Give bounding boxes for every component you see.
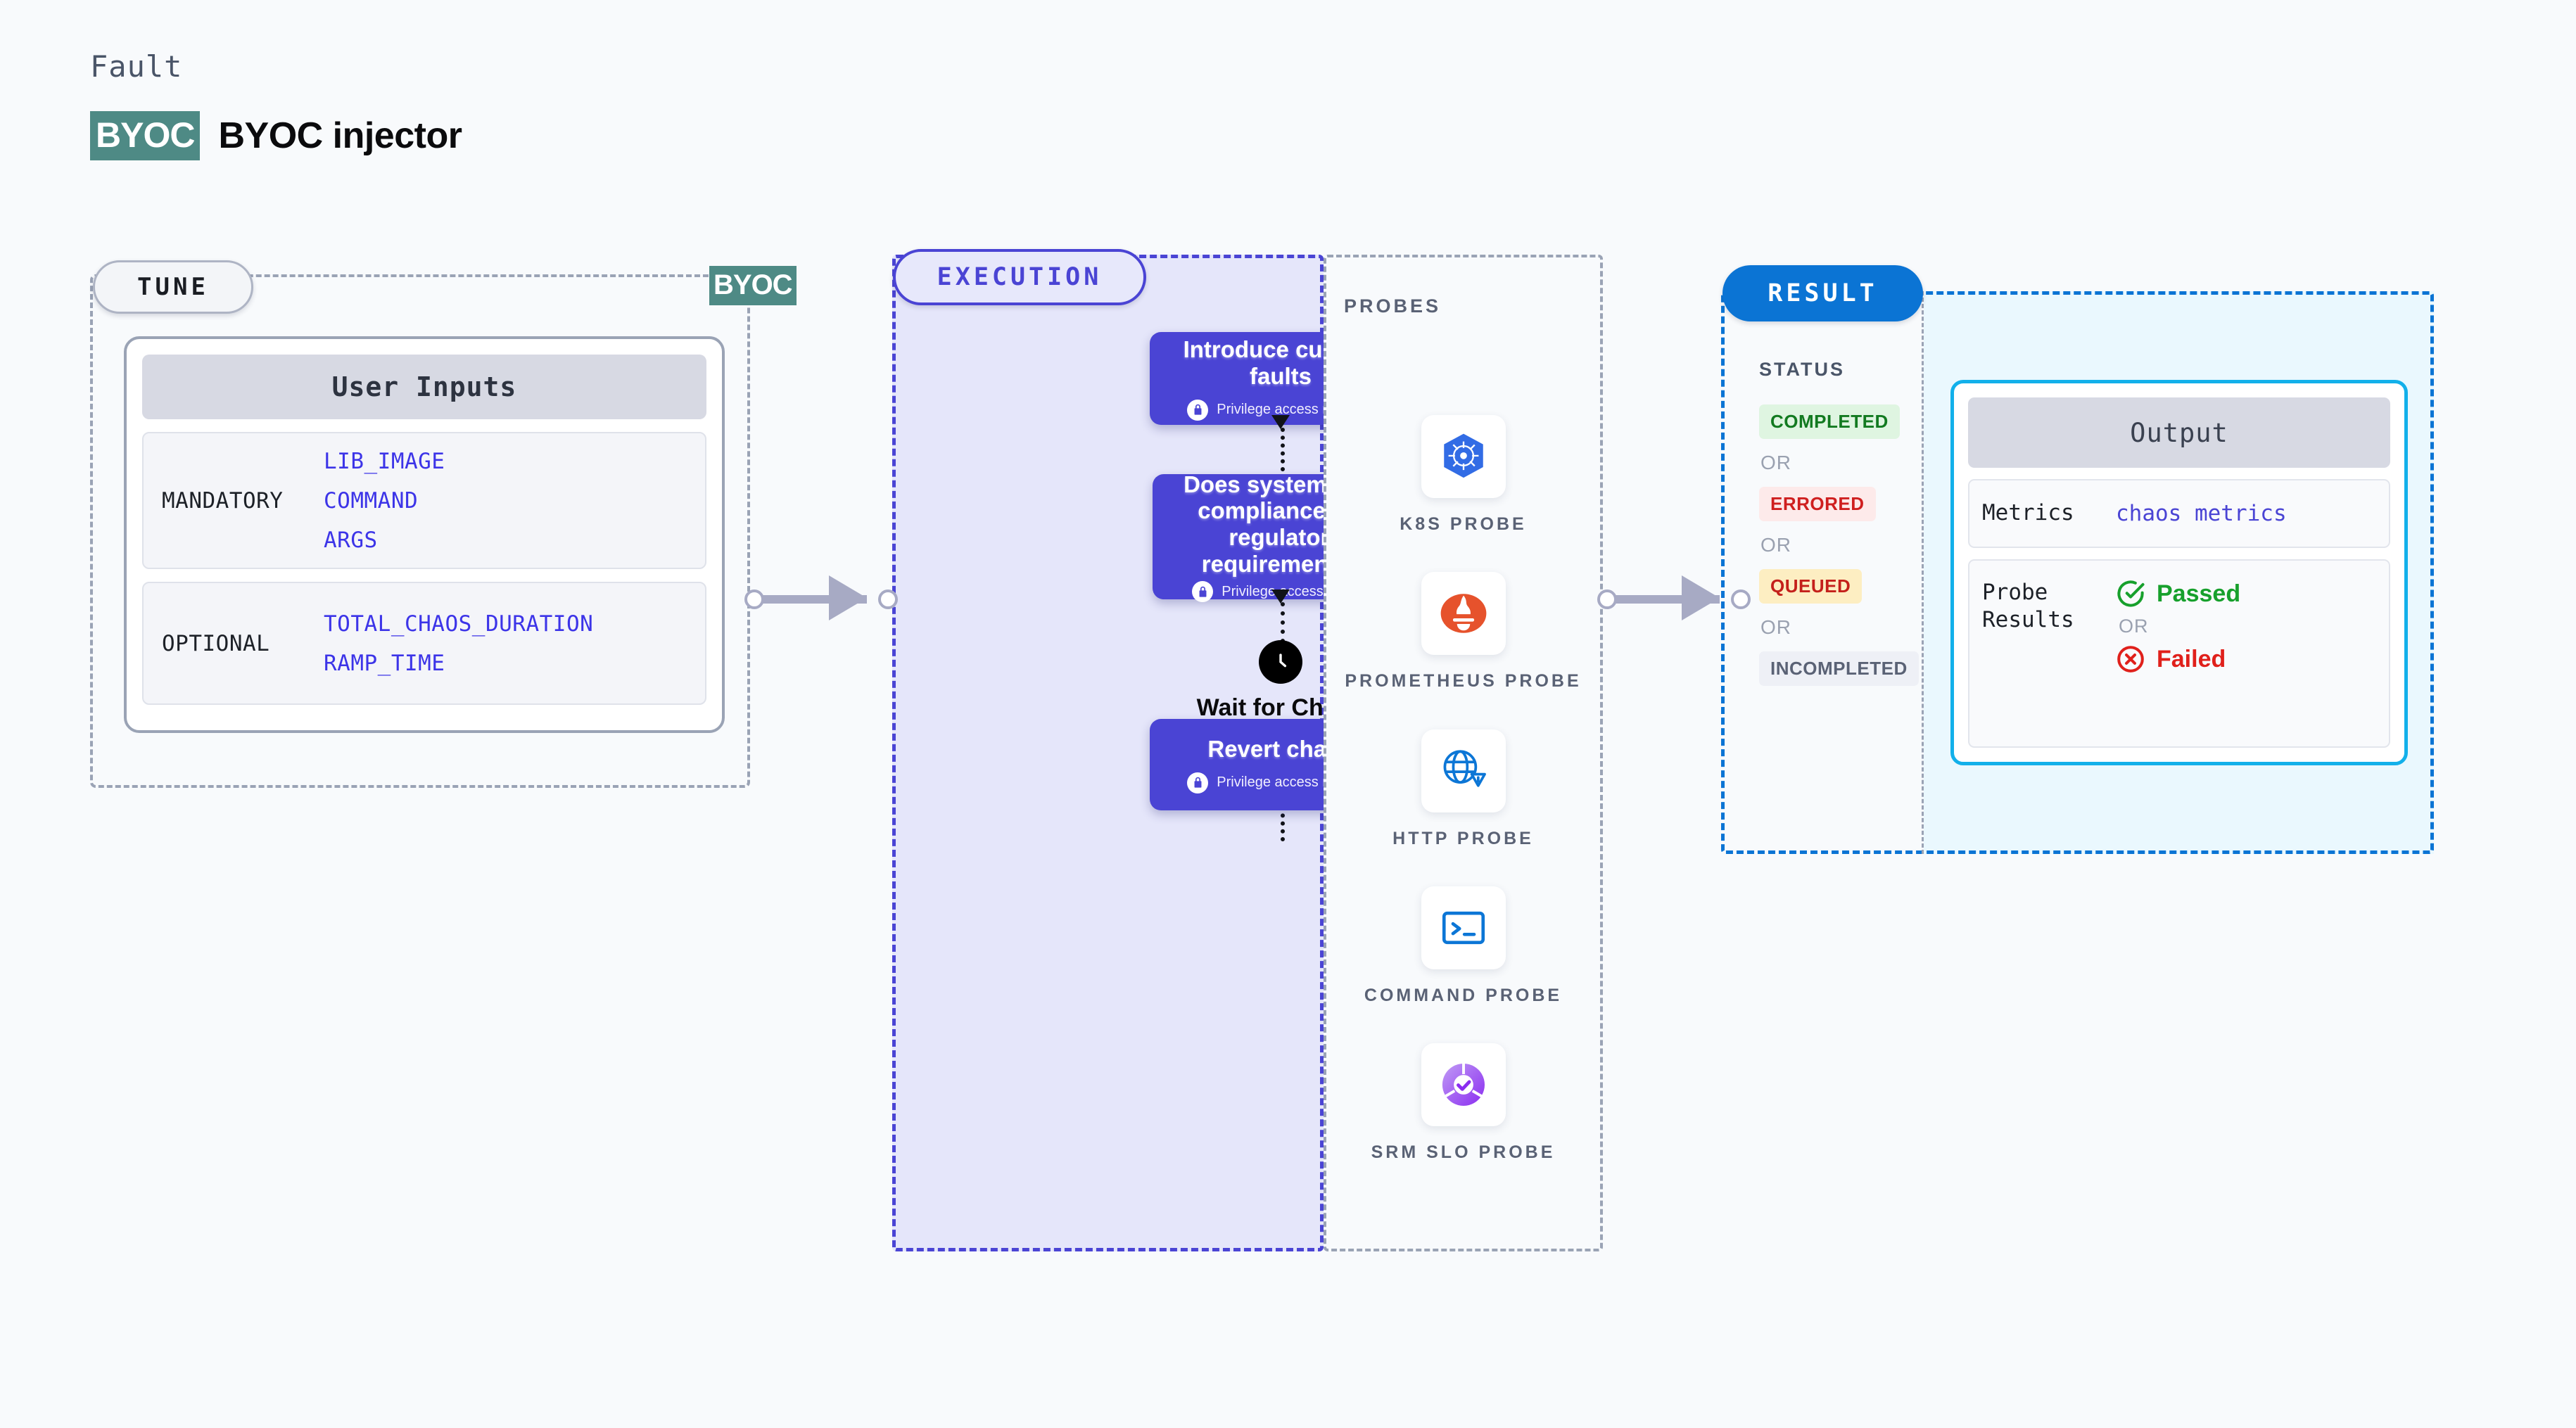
srm-slo-donut-icon bbox=[1421, 1043, 1506, 1126]
dotted-line bbox=[1281, 602, 1285, 643]
check-circle-icon bbox=[2117, 580, 2145, 607]
output-header: Output bbox=[1968, 397, 2390, 468]
metrics-key: Metrics bbox=[1982, 500, 2074, 526]
verdict-passed: Passed bbox=[2116, 579, 2240, 608]
verdict-failed: Failed bbox=[2116, 644, 2240, 674]
probe-label: HTTP PROBE bbox=[1392, 828, 1534, 848]
connector-start-dot bbox=[744, 589, 764, 609]
probe-results-key: Probe Results bbox=[1982, 580, 2074, 633]
probe-item-command[interactable]: COMMAND PROBE bbox=[1324, 886, 1603, 1007]
byoc-badge: BYOC bbox=[90, 111, 201, 160]
probe-label: PROMETHEUS PROBE bbox=[1345, 671, 1582, 691]
http-globe-warning-icon bbox=[1421, 729, 1506, 812]
output-row-metrics: Metrics chaos metrics bbox=[1968, 479, 2390, 548]
execution-flow: Introduce custom faults Privilege access… bbox=[892, 255, 1433, 1251]
status-heading: STATUS bbox=[1759, 359, 1845, 380]
param-ramp-time[interactable]: RAMP_TIME bbox=[324, 650, 445, 676]
clock-icon bbox=[1259, 640, 1302, 684]
output-card: Output Metrics chaos metrics Probe Resul… bbox=[1950, 380, 2408, 765]
probe-label: COMMAND PROBE bbox=[1364, 985, 1563, 1005]
page-title-row: BYOC BYOC injector bbox=[90, 111, 462, 160]
output-row-probe-results: Probe Results Passed OR Failed bbox=[1968, 559, 2390, 748]
param-lib-image[interactable]: LIB_IMAGE bbox=[324, 448, 445, 474]
status-badge-queued: QUEUED bbox=[1759, 569, 1863, 604]
page-kicker: Fault bbox=[90, 49, 183, 84]
arrow-head-icon bbox=[1682, 575, 1720, 620]
status-column: STATUS COMPLETED OR ERRORED OR QUEUED OR… bbox=[1759, 359, 1928, 686]
failed-label: Failed bbox=[2157, 645, 2226, 672]
mandatory-values: LIB_IMAGE COMMAND ARGS bbox=[324, 449, 445, 553]
probe-item-http[interactable]: HTTP PROBE bbox=[1324, 729, 1603, 850]
status-or-2: OR bbox=[1760, 534, 1791, 556]
user-inputs-card: User Inputs MANDATORY LIB_IMAGE COMMAND … bbox=[124, 336, 725, 733]
terminal-icon bbox=[1421, 886, 1506, 969]
page-title: BYOC injector bbox=[218, 115, 462, 156]
result-section-container bbox=[1721, 291, 2434, 854]
prometheus-icon bbox=[1421, 572, 1506, 656]
probe-verdicts: Passed OR Failed bbox=[2116, 579, 2240, 674]
connector-end-dot bbox=[878, 589, 898, 609]
dotted-line bbox=[1281, 428, 1285, 471]
lock-icon bbox=[1187, 772, 1209, 793]
status-badge-incompleted: INCOMPLETED bbox=[1759, 651, 1919, 686]
optional-params-block: OPTIONAL TOTAL_CHAOS_DURATION RAMP_TIME bbox=[142, 582, 706, 705]
user-inputs-header: User Inputs bbox=[142, 355, 706, 419]
result-column-divider bbox=[1922, 291, 1924, 854]
probes-section-label: PROBES bbox=[1344, 295, 1442, 317]
tune-section-pill[interactable]: TUNE bbox=[93, 260, 253, 314]
probe-item-srm-slo[interactable]: SRM SLO PROBE bbox=[1324, 1043, 1603, 1164]
status-badge-errored: ERRORED bbox=[1759, 487, 1876, 521]
probe-label: SRM SLO PROBE bbox=[1371, 1142, 1556, 1162]
lock-icon bbox=[1192, 581, 1214, 603]
passed-label: Passed bbox=[2157, 580, 2241, 607]
arrow-tip-icon bbox=[1271, 415, 1290, 429]
byoc-marker-badge: BYOC bbox=[709, 266, 797, 305]
optional-label: OPTIONAL bbox=[162, 630, 270, 656]
result-section-pill[interactable]: RESULT bbox=[1722, 265, 1923, 321]
arrow-tip-icon bbox=[1271, 589, 1290, 604]
metrics-value-link[interactable]: chaos metrics bbox=[2116, 501, 2287, 526]
connector-start-dot bbox=[1597, 589, 1617, 609]
param-total-chaos-duration[interactable]: TOTAL_CHAOS_DURATION bbox=[324, 611, 594, 637]
probe-item-k8s[interactable]: K8S PROBE bbox=[1324, 415, 1603, 535]
dotted-line bbox=[1281, 798, 1285, 841]
x-circle-icon bbox=[2117, 646, 2144, 672]
probes-list: K8S PROBE PROMETHEUS PROBE bbox=[1324, 415, 1603, 1200]
connector-execution-to-result bbox=[1597, 573, 1752, 623]
kubernetes-icon bbox=[1421, 415, 1506, 498]
param-args[interactable]: ARGS bbox=[324, 527, 378, 553]
connector-tune-to-execution bbox=[744, 573, 899, 623]
param-command[interactable]: COMMAND bbox=[324, 487, 419, 514]
execution-section-pill[interactable]: EXECUTION bbox=[893, 249, 1146, 305]
probe-item-prometheus[interactable]: PROMETHEUS PROBE bbox=[1324, 572, 1603, 692]
verdict-or: OR bbox=[2119, 616, 2149, 637]
optional-values: TOTAL_CHAOS_DURATION RAMP_TIME bbox=[324, 611, 593, 676]
connector-end-dot bbox=[1731, 589, 1751, 609]
lock-icon bbox=[1187, 399, 1209, 421]
status-badge-completed: COMPLETED bbox=[1759, 404, 1900, 439]
status-or-1: OR bbox=[1760, 452, 1791, 473]
arrow-head-icon bbox=[829, 575, 867, 620]
probe-label: K8S PROBE bbox=[1400, 514, 1527, 534]
mandatory-params-block: MANDATORY LIB_IMAGE COMMAND ARGS bbox=[142, 432, 706, 569]
status-or-3: OR bbox=[1760, 616, 1791, 638]
mandatory-label: MANDATORY bbox=[162, 487, 284, 514]
tune-section-container bbox=[90, 274, 750, 788]
